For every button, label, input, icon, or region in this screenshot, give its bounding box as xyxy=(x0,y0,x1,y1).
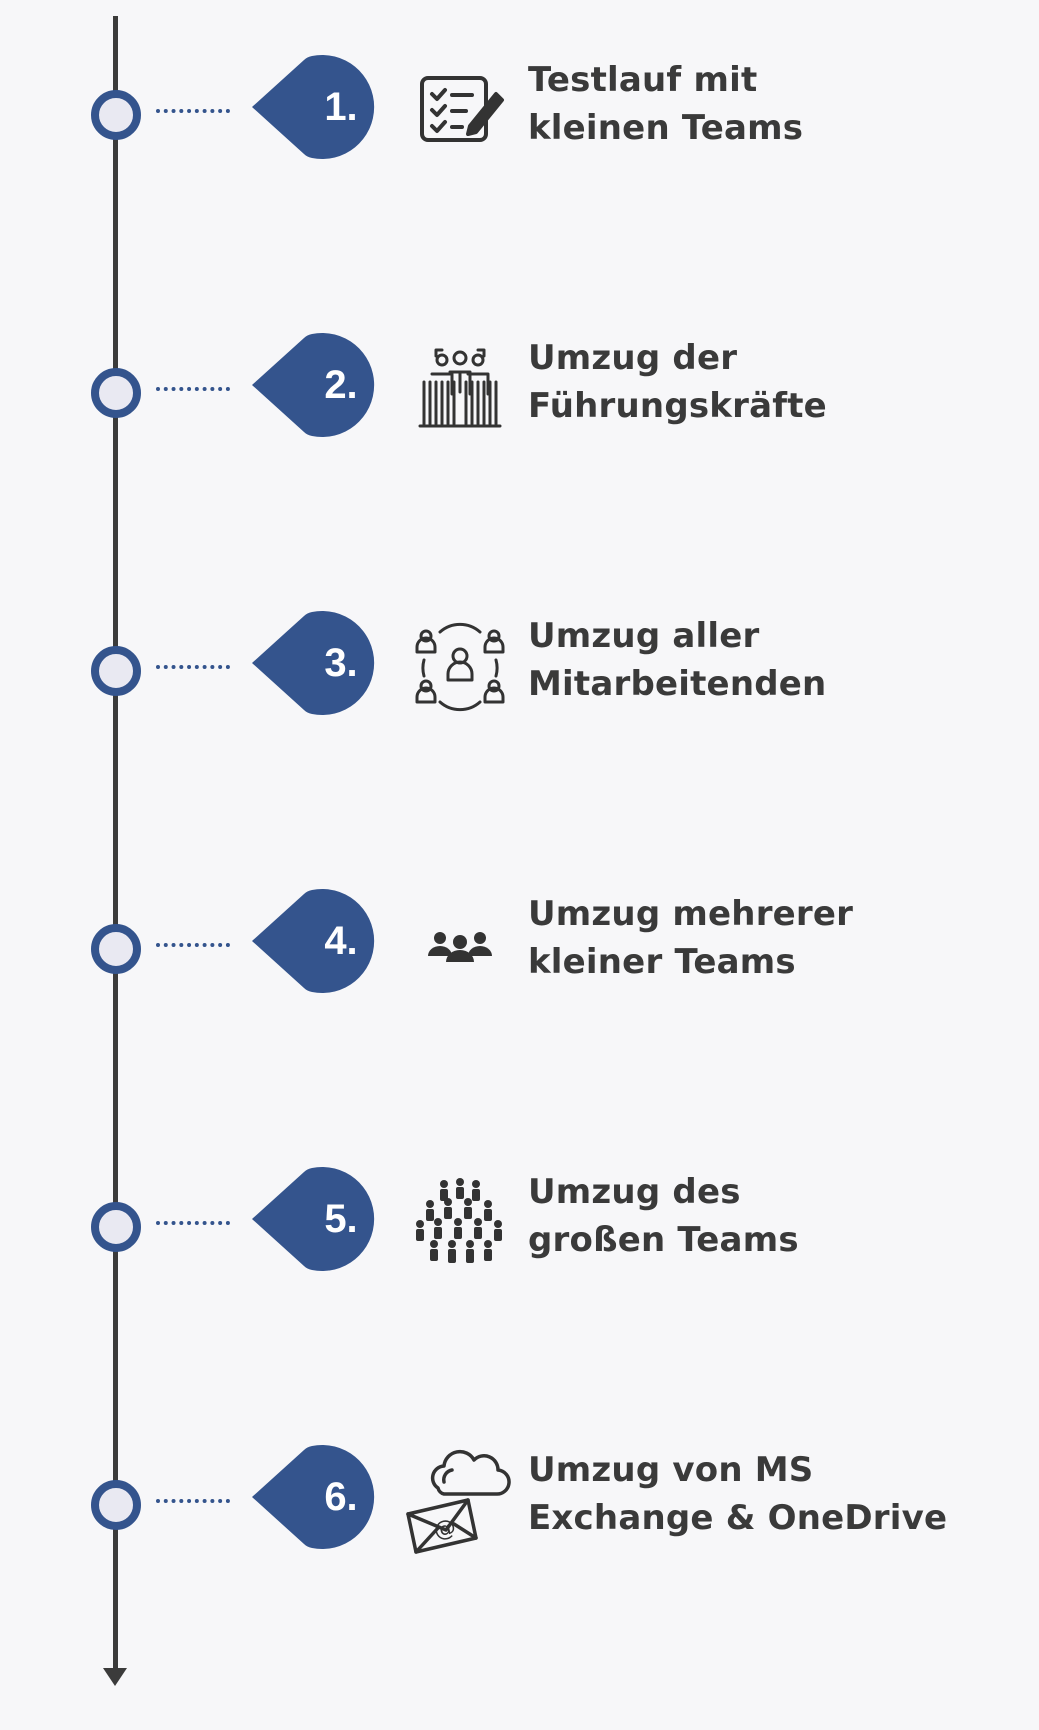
step-label-line-1: Umzug des xyxy=(528,1172,741,1212)
timeline-step-3: 3. Umzug aller Mitarbeitenden xyxy=(0,602,1039,742)
leadership-group-icon xyxy=(412,342,508,438)
step-number: 5. xyxy=(324,1197,358,1241)
step-label-line-2: Führungskräfte xyxy=(528,386,827,426)
timeline-line xyxy=(113,16,118,1676)
step-label-line-2: großen Teams xyxy=(528,1220,799,1260)
step-label-line-1: Testlauf mit xyxy=(528,60,758,100)
step-badge: 3. xyxy=(252,610,378,716)
step-label-line-2: Mitarbeitenden xyxy=(528,664,827,704)
timeline-step-5: 5. Umzug des xyxy=(0,1158,1039,1298)
small-team-icon xyxy=(412,898,508,994)
step-label-line-1: Umzug mehrerer xyxy=(528,894,854,934)
step-number: 6. xyxy=(324,1475,358,1519)
dotted-connector xyxy=(156,1499,230,1503)
step-label-line-2: kleinen Teams xyxy=(528,108,804,148)
timeline-arrow-icon xyxy=(103,1668,127,1686)
network-people-icon xyxy=(412,620,508,716)
timeline-node xyxy=(91,646,141,696)
step-badge: 5. xyxy=(252,1166,378,1272)
step-badge: 1. xyxy=(252,54,378,160)
step-label-line-2: kleiner Teams xyxy=(528,942,796,982)
step-label: Umzug des großen Teams xyxy=(528,1168,1028,1264)
step-label-line-1: Umzug aller xyxy=(528,616,760,656)
timeline-node xyxy=(91,1202,141,1252)
step-label: Testlauf mit kleinen Teams xyxy=(528,56,1028,152)
step-number: 3. xyxy=(324,641,358,685)
step-number: 2. xyxy=(324,363,358,407)
dotted-connector xyxy=(156,109,230,113)
step-badge: 2. xyxy=(252,332,378,438)
step-badge: 6. xyxy=(252,1444,378,1550)
timeline-step-1: 1. Testlauf mit kleinen Teams xyxy=(0,46,1039,186)
svg-text:@: @ xyxy=(432,1515,459,1544)
step-badge: 4. xyxy=(252,888,378,994)
step-label: Umzug mehrerer kleiner Teams xyxy=(528,890,1028,986)
dotted-connector xyxy=(156,665,230,669)
timeline-step-4: 4. Umzug mehrerer kleiner Teams xyxy=(0,880,1039,1020)
step-label: Umzug von MS Exchange & OneDrive xyxy=(528,1446,1028,1542)
timeline-step-2: 2. Umzug der Führungskräfte xyxy=(0,324,1039,464)
step-number: 4. xyxy=(324,919,358,963)
timeline-node xyxy=(91,1480,141,1530)
step-label: Umzug der Führungskräfte xyxy=(528,334,1028,430)
timeline-node xyxy=(91,924,141,974)
step-number: 1. xyxy=(324,85,358,129)
step-label-line-2: Exchange & OneDrive xyxy=(528,1498,948,1538)
crowd-icon xyxy=(412,1176,508,1272)
dotted-connector xyxy=(156,943,230,947)
dotted-connector xyxy=(156,387,230,391)
checklist-icon xyxy=(412,64,508,160)
timeline-step-6: 6. @ Umzug von MS Exchange & OneDrive xyxy=(0,1436,1039,1576)
timeline-node xyxy=(91,368,141,418)
timeline-node xyxy=(91,90,141,140)
step-label: Umzug aller Mitarbeitenden xyxy=(528,612,1028,708)
step-label-line-1: Umzug von MS xyxy=(528,1450,814,1490)
dotted-connector xyxy=(156,1221,230,1225)
step-label-line-1: Umzug der xyxy=(528,338,738,378)
cloud-mail-icon: @ xyxy=(404,1442,516,1558)
